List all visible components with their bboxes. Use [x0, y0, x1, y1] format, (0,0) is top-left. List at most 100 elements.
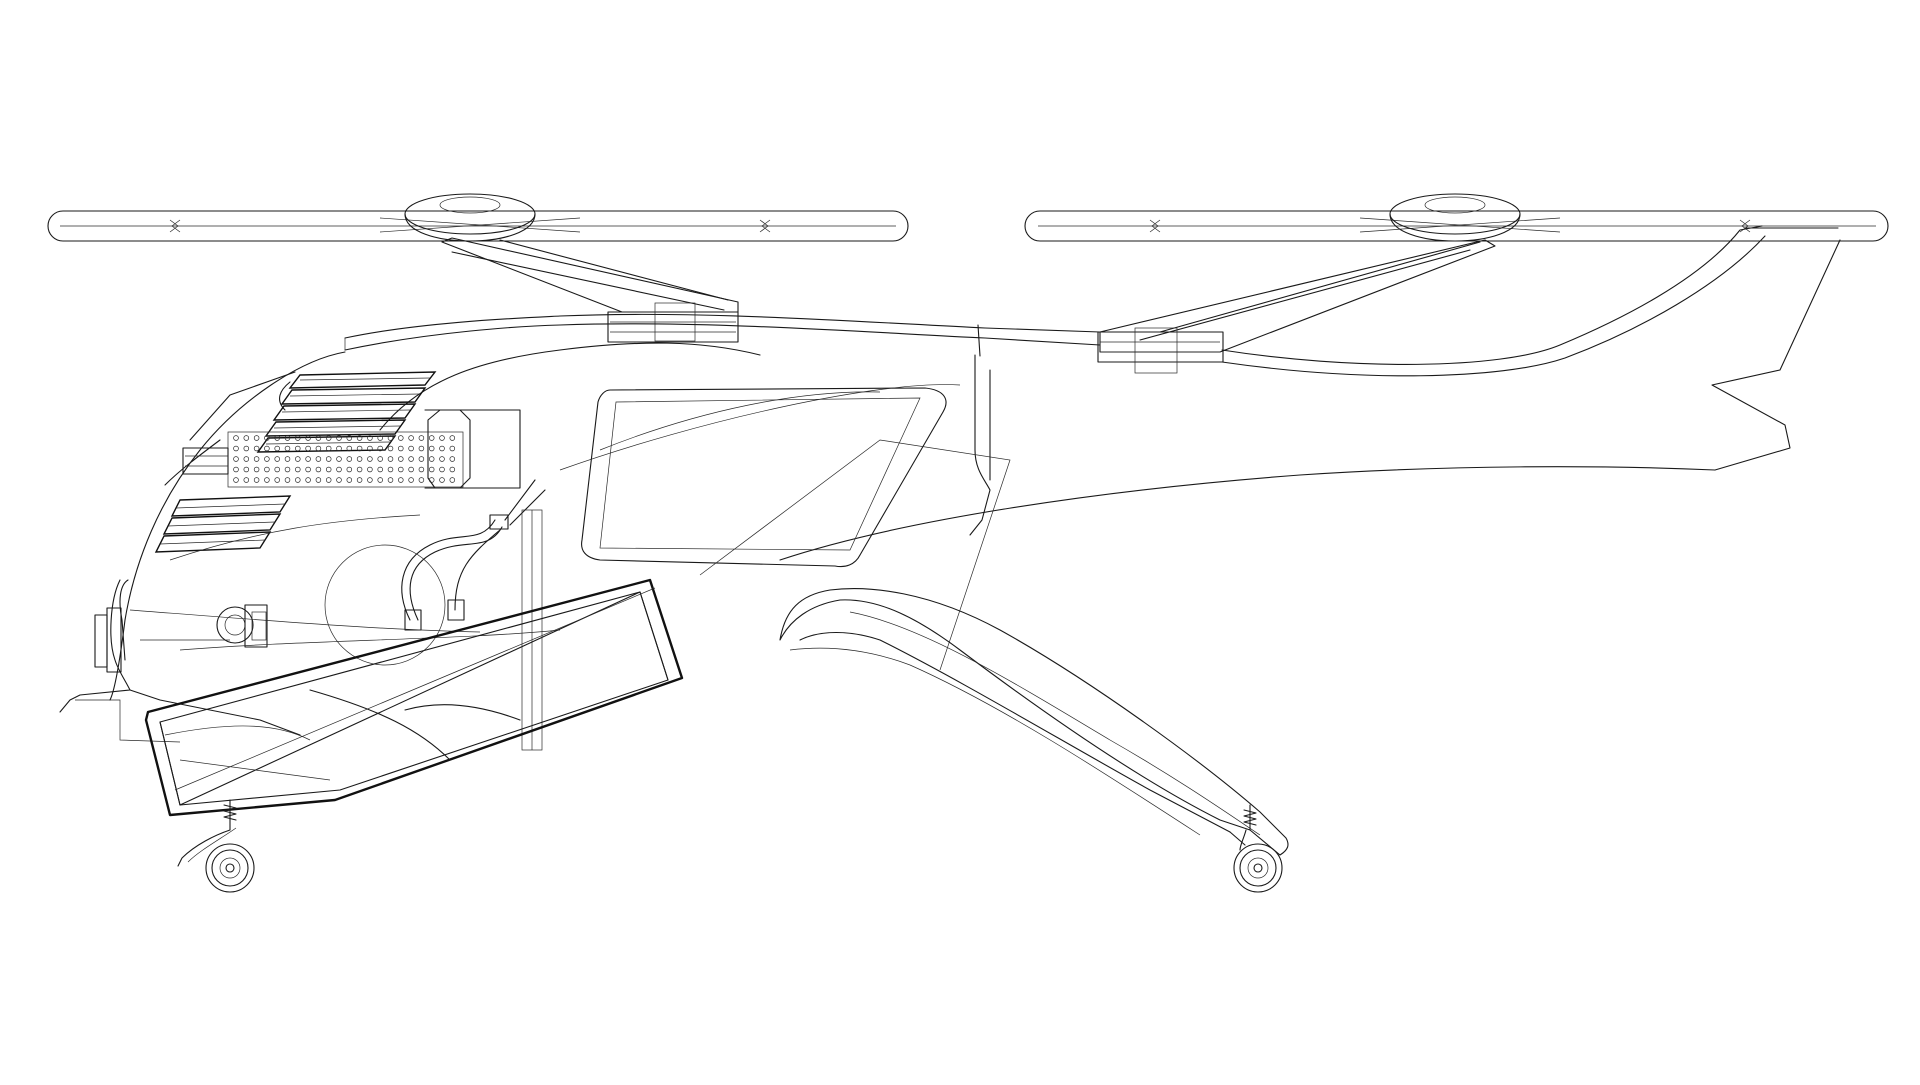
- perforation-hole: [233, 477, 239, 483]
- perforation-hole: [418, 477, 425, 483]
- perforation-hole: [387, 456, 394, 462]
- front-rotor-arm: [441, 237, 739, 313]
- perforation-hole: [274, 435, 280, 441]
- perforation-hole: [356, 456, 363, 462]
- perforation-hole: [346, 477, 353, 483]
- perforation-hole: [346, 456, 353, 462]
- perforation-hole: [336, 466, 342, 473]
- perforation-hole: [253, 456, 260, 462]
- perforation-hole: [408, 466, 414, 473]
- perforation-hole: [387, 466, 394, 473]
- perforation-hole: [387, 477, 394, 483]
- perforation-hole: [346, 466, 353, 473]
- perforation-hole: [315, 466, 322, 473]
- rear-shock-spring: [1243, 804, 1257, 831]
- perforation-hole: [356, 445, 363, 452]
- rear-rotor: [1024, 193, 1889, 374]
- perforation-hole: [253, 445, 260, 452]
- perforation-hole: [439, 445, 445, 452]
- perforation-hole: [295, 466, 301, 473]
- perforation-hole: [377, 456, 383, 462]
- perforation-hole: [428, 456, 435, 462]
- perforation-hole: [325, 477, 332, 483]
- front-arm-mount: [607, 311, 739, 343]
- perforation-hole: [264, 466, 270, 473]
- perforation-hole: [418, 435, 425, 441]
- perforation-hole: [449, 466, 456, 473]
- front-rotor: [47, 193, 909, 343]
- perforation-hole: [418, 466, 425, 473]
- rear-rotor-hub: [1389, 193, 1521, 235]
- perforation-hole: [377, 477, 383, 483]
- perforation-hole: [439, 435, 445, 441]
- perforation-hole: [284, 445, 291, 452]
- front-shock-spring: [223, 799, 237, 831]
- perforation-hole: [387, 445, 394, 452]
- perforation-hole: [233, 456, 239, 462]
- perforation-hole: [428, 435, 435, 441]
- nose-lamp: [216, 606, 254, 644]
- perforation-hole: [367, 435, 373, 441]
- perforation-hole: [274, 445, 280, 452]
- perforation-hole: [325, 435, 332, 441]
- perforation-hole: [367, 477, 373, 483]
- side-pod: [144, 578, 684, 817]
- perforation-hole: [325, 445, 332, 452]
- perforation-hole: [295, 435, 301, 441]
- perforation-hole: [398, 456, 404, 462]
- perforation-hole: [284, 435, 291, 441]
- perforation-hole: [305, 435, 311, 441]
- perforation-hole: [274, 456, 280, 462]
- perforation-hole: [305, 445, 311, 452]
- perforation-hole: [315, 445, 322, 452]
- perforation-hole: [439, 466, 445, 473]
- perforation-hole: [377, 445, 383, 452]
- perforation-hole: [336, 445, 342, 452]
- perforation-hole: [253, 466, 260, 473]
- perforation-hole: [449, 456, 456, 462]
- front-rotor-hub: [404, 193, 536, 235]
- perforation-hole: [305, 477, 311, 483]
- perforation-hole: [356, 466, 363, 473]
- internal-tank: [324, 544, 446, 666]
- perforation-hole: [356, 477, 363, 483]
- perforation-hole: [367, 445, 373, 452]
- perforation-hole: [325, 456, 332, 462]
- perforation-hole: [243, 445, 250, 452]
- perforation-hole: [449, 477, 456, 483]
- perforation-hole: [305, 466, 311, 473]
- perforation-hole: [398, 477, 404, 483]
- perforation-hole: [284, 477, 291, 483]
- perforation-hole: [336, 435, 342, 441]
- perforation-hole: [377, 435, 383, 441]
- perforation-hole: [356, 435, 363, 441]
- perforation-hole: [253, 435, 260, 441]
- perforation-hole: [428, 466, 435, 473]
- perforation-hole: [274, 477, 280, 483]
- perforation-hole: [418, 456, 425, 462]
- nose-sensor: [94, 614, 108, 668]
- perforation-hole: [295, 477, 301, 483]
- perforation-hole: [305, 456, 311, 462]
- perforation-hole: [253, 477, 260, 483]
- perforation-hole: [398, 466, 404, 473]
- perforation-hole: [439, 456, 445, 462]
- cockpit-window: [581, 387, 947, 568]
- exhaust-pipe: [182, 447, 229, 475]
- perforation-hole: [336, 477, 342, 483]
- perforation-hole: [315, 477, 322, 483]
- perforation-hole: [346, 435, 353, 441]
- perforation-hole: [336, 456, 342, 462]
- perforation-hole: [325, 466, 332, 473]
- perforation-hole: [295, 456, 301, 462]
- perforation-hole: [418, 445, 425, 452]
- perforation-hole: [284, 466, 291, 473]
- perforation-hole: [264, 477, 270, 483]
- rear-arm-mount: [1097, 331, 1224, 363]
- perforation-hole: [264, 456, 270, 462]
- perforation-hole: [284, 456, 291, 462]
- perforation-hole: [264, 435, 270, 441]
- perforation-hole: [408, 456, 414, 462]
- perforation-hole: [398, 445, 404, 452]
